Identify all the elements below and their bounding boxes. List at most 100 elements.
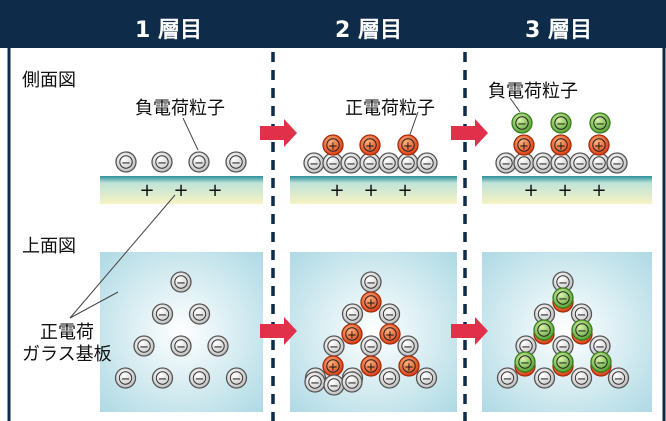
top-3-green-particle: −: [571, 319, 593, 341]
top-3-green-particle: −: [590, 351, 612, 373]
svg-text:−: −: [501, 157, 511, 171]
substrate-plus-2-0: +: [329, 180, 344, 201]
top-2-negative-particle: −: [378, 303, 401, 325]
leader-substrate-side: [69, 194, 176, 319]
top-3-green-particle: −: [552, 287, 574, 309]
svg-text:−: −: [121, 372, 131, 386]
svg-text:−: −: [520, 356, 530, 370]
top-3-negative-particle: −: [589, 335, 611, 357]
side-3-negative-particle: −: [513, 152, 535, 174]
substrate-plus-2-1: +: [363, 180, 378, 201]
top-1-negative-particle: −: [170, 335, 192, 357]
svg-text:−: −: [595, 117, 605, 131]
leader-substrate-top: [69, 291, 119, 319]
top-2-negative-particle: −: [323, 374, 345, 396]
arrow-side-1: [260, 119, 297, 147]
svg-text:−: −: [575, 157, 585, 171]
top-3-negative-particle: −: [533, 367, 556, 389]
top-1-negative-particle: −: [188, 303, 211, 325]
svg-text:−: −: [329, 340, 339, 354]
top-1-negative-particle: −: [188, 367, 211, 389]
svg-text:−: −: [346, 157, 356, 171]
svg-text:−: −: [139, 340, 149, 354]
side-2-negative-particle: −: [340, 152, 362, 174]
arrow-top-1: [260, 317, 297, 345]
top-2-negative-particle: −: [360, 335, 382, 357]
side-2-negative-particle: −: [303, 152, 325, 174]
side-2-negative-particle: −: [359, 152, 381, 174]
svg-text:−: −: [403, 340, 413, 354]
top-1-negative-particle: −: [225, 367, 248, 389]
top-2-negative-particle: −: [378, 367, 401, 389]
top-2-positive-particle: +: [398, 355, 420, 377]
svg-text:−: −: [121, 156, 131, 170]
top-3-green-particle: −: [552, 351, 574, 373]
side-2-positive-particle: +: [322, 134, 344, 156]
substrate-plus-3-0: +: [523, 180, 538, 201]
svg-text:−: −: [157, 156, 167, 170]
top-view-label: 上面図: [22, 236, 76, 257]
header-bar: [0, 0, 666, 48]
side-3-positive-particle: +: [513, 134, 535, 156]
svg-text:+: +: [347, 328, 357, 342]
side-2-negative-particle: −: [378, 152, 400, 174]
svg-text:−: −: [347, 376, 357, 390]
substrate-plus-1-0: +: [139, 180, 154, 201]
arrow-top-2: [451, 317, 488, 345]
side-3-positive-particle: +: [550, 134, 572, 156]
svg-text:−: −: [366, 276, 376, 290]
top-2-negative-particle: −: [304, 371, 326, 393]
top-2-negative-particle: −: [323, 335, 345, 357]
leader-negative: [182, 117, 199, 151]
svg-text:−: −: [365, 157, 375, 171]
svg-text:−: −: [195, 372, 205, 386]
top-3-green-particle: −: [533, 319, 555, 341]
svg-text:−: −: [558, 340, 568, 354]
svg-text:−: −: [596, 356, 606, 370]
side-2-positive-particle: +: [359, 134, 381, 156]
column-title-3: 3 層目: [525, 18, 592, 43]
arrow-side-2: [451, 119, 488, 147]
top-2-negative-particle: −: [341, 303, 364, 325]
svg-text:+: +: [385, 328, 395, 342]
top-1-negative-particle: −: [151, 303, 174, 325]
svg-text:+: +: [366, 360, 376, 374]
negative-particle-label-3: 負電荷粒子: [488, 81, 578, 102]
substrate-plus-3-2: +: [591, 180, 606, 201]
top-1-negative-particle: −: [170, 271, 192, 293]
svg-text:−: −: [558, 356, 568, 370]
svg-text:−: −: [385, 372, 395, 386]
svg-text:−: −: [403, 157, 413, 171]
substrate-side-3: [482, 176, 652, 204]
side-3-green-particle: −: [511, 112, 533, 134]
svg-text:−: −: [385, 308, 395, 322]
top-1-negative-particle: −: [207, 335, 229, 357]
svg-text:−: −: [577, 372, 587, 386]
svg-text:−: −: [366, 340, 376, 354]
svg-text:−: −: [556, 157, 566, 171]
svg-text:−: −: [614, 372, 624, 386]
top-3-negative-particle: −: [570, 367, 593, 389]
top-2-positive-particle: +: [322, 355, 344, 377]
side-2-negative-particle: −: [322, 152, 344, 174]
side-1-negative-particle: −: [225, 151, 247, 173]
side-3-green-particle: −: [550, 112, 572, 134]
side-3-negative-particle: −: [569, 152, 591, 174]
side-3-negative-particle: −: [495, 152, 517, 174]
svg-text:−: −: [213, 340, 223, 354]
svg-text:+: +: [366, 296, 376, 310]
svg-text:−: −: [348, 308, 358, 322]
side-2-negative-particle: −: [397, 152, 419, 174]
svg-text:−: −: [422, 157, 432, 171]
svg-text:−: −: [310, 376, 320, 390]
svg-text:−: −: [309, 157, 319, 171]
leader-negative-3: [509, 97, 521, 113]
side-1-negative-particle: −: [188, 151, 210, 173]
top-2-negative-particle: −: [360, 271, 382, 293]
side-2-positive-particle: +: [397, 134, 419, 156]
top-1-negative-particle: −: [151, 367, 174, 389]
svg-text:−: −: [328, 157, 338, 171]
svg-text:+: +: [365, 139, 375, 153]
svg-text:−: −: [577, 324, 587, 338]
svg-text:+: +: [556, 139, 566, 153]
